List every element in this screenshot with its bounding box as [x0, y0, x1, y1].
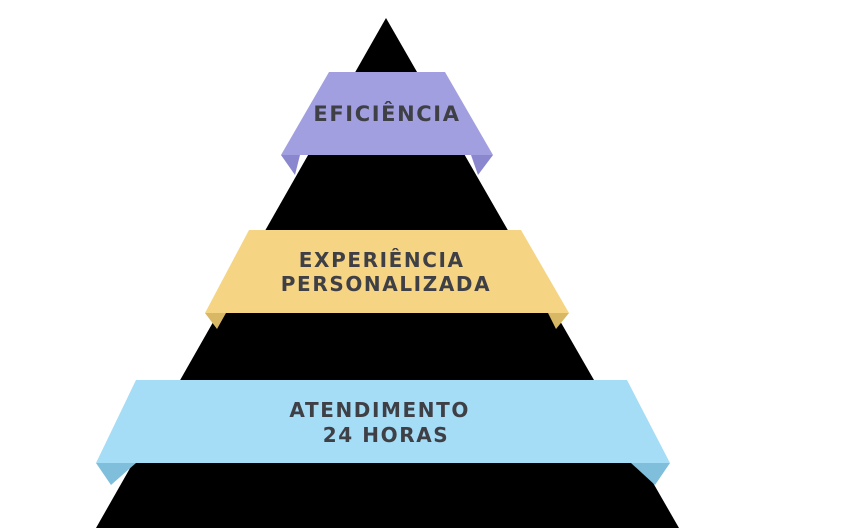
- pyramid-level-experiencia-personalizada: EXPERIÊNCIA PERSONALIZADA: [205, 230, 569, 329]
- level-fold-left: [205, 313, 226, 329]
- svg-text:EFICIÊNCIA: EFICIÊNCIA: [313, 101, 460, 126]
- svg-text:EXPERIÊNCIA PERSONALIZAD: EXPERIÊNCIA PERSONALIZADA: [281, 248, 491, 296]
- level-label-line: EXPERIÊNCIA: [299, 248, 465, 272]
- pyramid-level-eficiencia: EFICIÊNCIA: [281, 72, 493, 175]
- level-fold-right: [631, 463, 670, 485]
- level-fold-left: [281, 155, 300, 175]
- level-band: [281, 72, 493, 155]
- level-band: [205, 230, 569, 313]
- pyramid-level-atendimento-24-horas: ATENDIMENTO 24 HORAS: [96, 380, 670, 485]
- level-band: [96, 380, 670, 463]
- level-label-line: ATENDIMENTO: [289, 398, 470, 422]
- level-label-line: EFICIÊNCIA: [313, 101, 460, 126]
- level-fold-right: [548, 313, 569, 329]
- level-label-line: 24 HORAS: [323, 423, 450, 447]
- level-fold-right: [471, 155, 493, 175]
- svg-text:ATENDIMENTO 24 HORAS: ATENDIMENTO 24 HORAS: [289, 398, 478, 447]
- level-label-line: PERSONALIZADA: [281, 272, 491, 296]
- level-fold-left: [96, 463, 136, 485]
